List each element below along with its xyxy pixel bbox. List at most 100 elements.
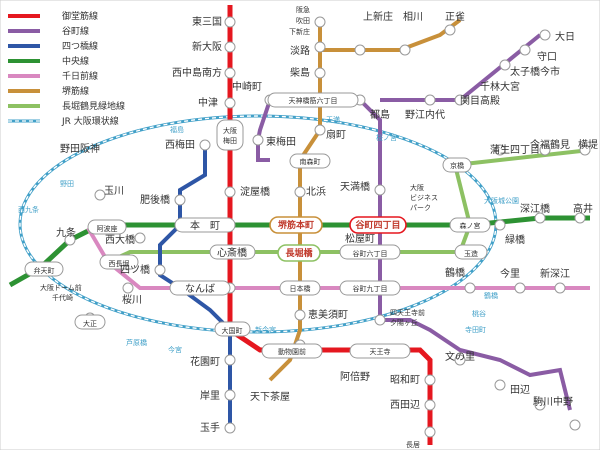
station-label: 扇町 — [326, 128, 346, 141]
station-label: 弁天町 — [34, 266, 55, 275]
station-label: 新大阪 — [192, 40, 222, 53]
station-label: 玉手 — [200, 421, 220, 434]
station-label-dome-1: 大阪ドーム前 — [40, 283, 82, 292]
station-label: 大国町 — [222, 326, 243, 335]
station-label: 蒲生四丁目 — [490, 143, 540, 156]
station-label: 文の里 — [445, 350, 475, 363]
station-label-highlight: 堺筋本町 — [278, 219, 314, 231]
station-label-obp-1: 大阪 — [410, 183, 424, 192]
station-labels: 東三国 新大阪 西中島南方 中津 大阪 梅田 淀屋橋 本 町 心斎橋 なんば 大… — [34, 5, 599, 449]
station-label: 守口 — [537, 50, 557, 63]
station-label: 天下茶屋 — [250, 390, 290, 403]
station-label: 天王寺 — [370, 348, 391, 356]
station-label: 今里 — [500, 267, 520, 280]
interchange-boxes — [24, 92, 491, 359]
station-label: 四ツ橋 — [120, 263, 150, 276]
station-label: 本 町 — [190, 219, 220, 232]
jr-label: 今宮 — [168, 345, 182, 354]
legend: 御堂筋線 谷町線 四つ橋線 中央線 千日前線 堺筋線 長堀鶴見緑地線 JR 大阪… — [8, 10, 125, 127]
station-label: 阿波座 — [97, 224, 118, 233]
station-label-shitennoji-1: 四天王寺前 — [390, 308, 425, 317]
tanimachi-line-north — [380, 33, 542, 102]
station-label: 千林大宮 — [480, 80, 520, 93]
station-label: 西田辺 — [390, 399, 420, 411]
station-label: 今福鶴見 — [530, 138, 570, 151]
station-label: 日本橋 — [290, 284, 311, 293]
jr-label: 寺田町 — [465, 326, 486, 334]
jr-label: 天満 — [326, 116, 340, 124]
station-label: 横堤 — [578, 138, 598, 151]
station-label: 中津 — [198, 96, 218, 109]
station-label: なんば — [185, 283, 215, 295]
station-label: 都島 — [370, 108, 390, 121]
station-label: 玉造 — [464, 249, 478, 258]
station-label: 田辺 — [510, 384, 530, 396]
station-label: 淡路 — [290, 44, 310, 57]
station-label: 天神橋筋六丁目 — [289, 96, 338, 105]
station-label: 長居 — [406, 441, 420, 449]
station-label: 正雀 — [445, 11, 465, 23]
station-label: 大日 — [555, 30, 575, 43]
station-label: 京橋 — [450, 161, 464, 170]
station-label: 恵美須町 — [308, 308, 348, 321]
station-label: 北浜 — [306, 186, 326, 198]
jr-label: 福島 — [170, 125, 184, 134]
legend-label-sakaisuji: 堺筋線 — [62, 85, 89, 97]
jr-label: 芦原橋 — [126, 338, 147, 347]
station-label: 駒川中野 — [533, 395, 573, 408]
station-label: 心斎橋 — [217, 246, 247, 259]
station-label: 緑橋 — [505, 233, 525, 246]
jr-label: 大阪城公園 — [484, 196, 519, 205]
jr-station-labels: 福島 野田 西九条 芦原橋 今宮 新今宮 寺田町 桃谷 鶴橋 大阪城公園 桜ノ宮… — [18, 116, 519, 354]
station-label: 松屋町 — [345, 232, 375, 245]
station-label: 西長堀 — [109, 259, 130, 268]
jr-label: 新今宮 — [255, 325, 276, 334]
station-label-obp-2: ビジネス — [410, 193, 438, 202]
station-label-umeda-2: 梅田 — [223, 136, 237, 145]
station-label: 肥後橋 — [140, 193, 170, 206]
station-label-shitennoji-2: 夕陽ヶ丘 — [390, 318, 418, 327]
station-label: 阪急 — [296, 5, 310, 14]
jr-label: 桜ノ宮 — [376, 133, 397, 142]
station-label: 天満橋 — [340, 180, 370, 193]
station-label: 淀屋橋 — [240, 185, 270, 198]
legend-label-yotsubashi: 四つ橋線 — [62, 40, 98, 52]
legend-label-jr-loop: JR 大阪環状線 — [61, 115, 119, 127]
station-label-highlight: 長堀橋 — [285, 247, 313, 259]
station-label: 関目高殿 — [460, 94, 500, 107]
station-label: 大正 — [83, 319, 97, 328]
jr-label: 西九条 — [18, 205, 39, 214]
station-label-obp-3: パーク — [410, 204, 431, 212]
station-label: 九条 — [56, 226, 76, 239]
sennichimae-line — [86, 226, 590, 290]
station-label: 森ノ宮 — [460, 221, 481, 230]
station-label: 桜川 — [122, 293, 142, 306]
legend-label-midosuji: 御堂筋線 — [62, 10, 98, 22]
station-label: 鶴橋 — [445, 266, 465, 279]
jr-label: 桃谷 — [472, 309, 486, 318]
station-label: 西大橋 — [105, 233, 135, 246]
station-label: 西中島南方 — [172, 66, 222, 79]
station-label: 柴島 — [290, 66, 310, 79]
station-label: 下新庄 — [289, 27, 310, 36]
station-label: 玉川 — [104, 186, 124, 197]
station-label: 西梅田 — [165, 138, 195, 151]
jr-label: 野田 — [60, 180, 74, 188]
station-label: 谷町九丁目 — [353, 284, 388, 293]
legend-label-sennichimae: 千日前線 — [62, 70, 98, 82]
station-label: 相川 — [403, 10, 423, 23]
station-label: 花園町 — [190, 355, 220, 368]
station-label: 上新庄 — [363, 10, 393, 23]
legend-label-chuo: 中央線 — [62, 55, 89, 67]
station-label-umeda-1: 大阪 — [223, 126, 237, 135]
station-label: 動物園前 — [278, 347, 306, 356]
station-label: 東三国 — [192, 15, 222, 28]
station-label: 谷町六丁目 — [353, 249, 388, 258]
station-label: 岸里 — [200, 390, 220, 402]
legend-label-nagahori: 長堀鶴見緑地線 — [62, 100, 125, 112]
station-label: 野江内代 — [405, 108, 445, 121]
station-label: 南森町 — [300, 157, 321, 166]
station-label: 昭和町 — [390, 374, 420, 386]
station-label-highlight: 谷町四丁目 — [355, 219, 400, 231]
